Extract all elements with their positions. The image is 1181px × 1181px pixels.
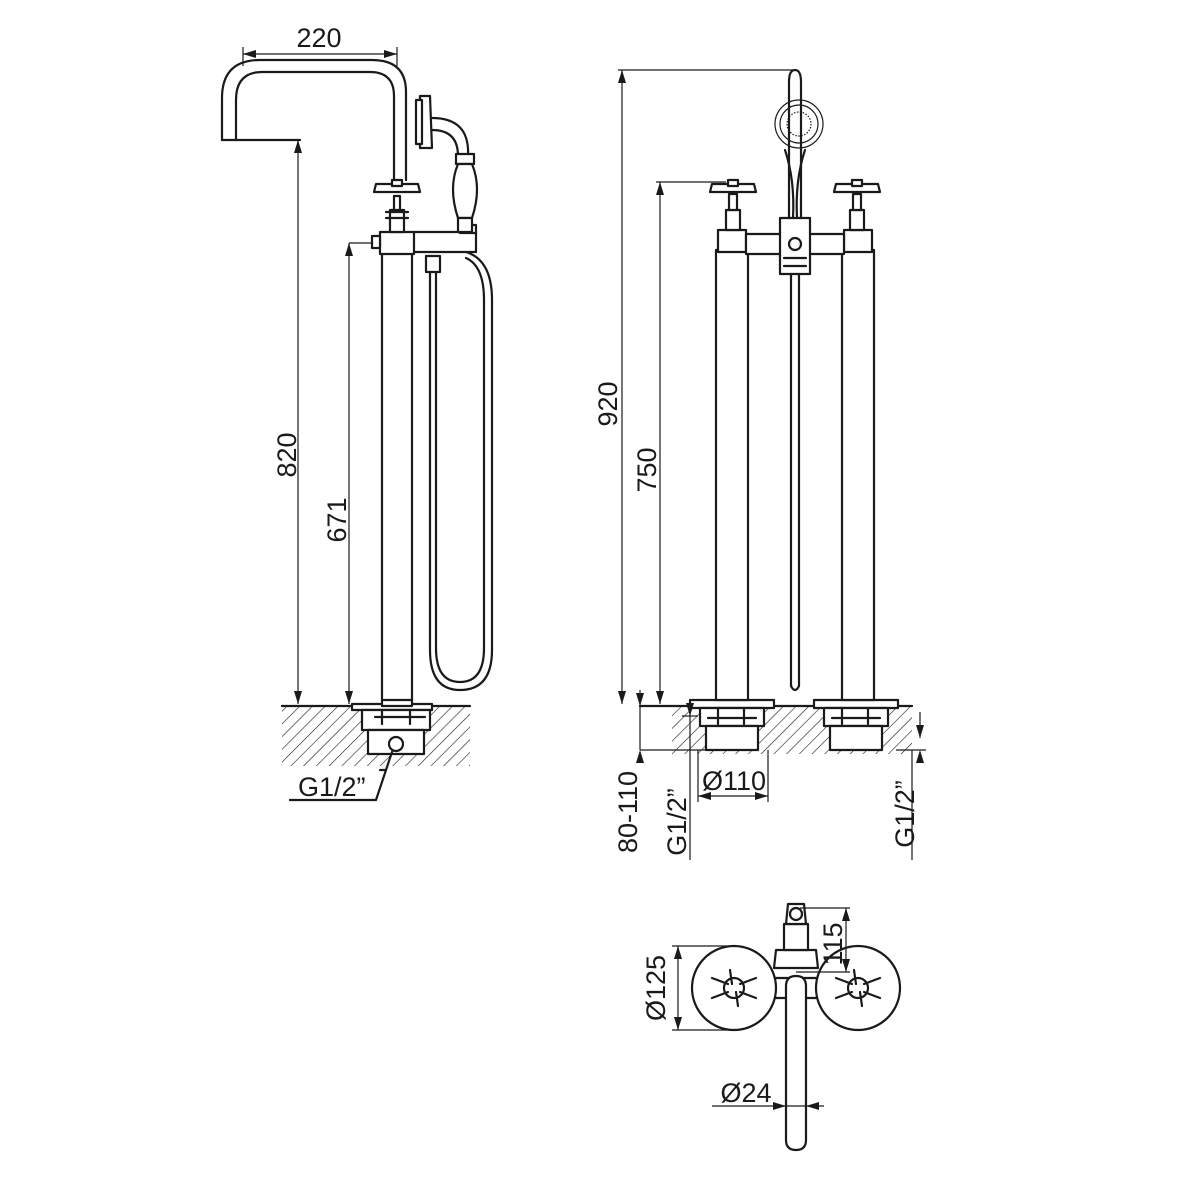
top-spout-diameter-label: Ø24 bbox=[720, 1078, 771, 1108]
top-flange-diameter-label: Ø125 bbox=[641, 955, 671, 1021]
dim-920 bbox=[618, 69, 795, 704]
top-spout bbox=[784, 974, 808, 1152]
front-columns bbox=[714, 228, 876, 702]
side-spout bbox=[220, 58, 408, 182]
dim-right-inlet bbox=[896, 712, 926, 860]
top-right-flange bbox=[814, 944, 902, 1032]
side-spout-height-label: 820 bbox=[272, 432, 302, 477]
top-projection-label: 115 bbox=[818, 922, 848, 965]
front-left-handle bbox=[708, 178, 758, 232]
front-right-inlet-label: G1/2” bbox=[890, 780, 920, 848]
side-width-label: 220 bbox=[296, 23, 341, 53]
side-inlet bbox=[288, 735, 405, 802]
side-hand-shower bbox=[414, 94, 479, 234]
front-total-height-label: 920 bbox=[593, 381, 623, 426]
side-cross-handle bbox=[372, 178, 422, 234]
dim-220 bbox=[242, 47, 398, 66]
front-base-diameter-label: Ø110 bbox=[702, 766, 766, 796]
dim-80-110 bbox=[636, 690, 706, 763]
front-bridge bbox=[744, 216, 846, 276]
dim-left-inlet bbox=[682, 703, 698, 860]
front-shower-head bbox=[774, 99, 824, 149]
side-handle-height-label: 671 bbox=[322, 497, 352, 542]
dim-125 bbox=[672, 945, 734, 1031]
front-spout bbox=[783, 68, 807, 692]
front-handle-height-label: 750 bbox=[632, 447, 662, 492]
side-view: 220 820 671 G1/2” bbox=[220, 23, 494, 802]
side-inlet-label: G1/2” bbox=[298, 772, 366, 802]
front-depth-label: 80-110 bbox=[613, 771, 643, 853]
dim-750 bbox=[656, 181, 726, 704]
front-view: 920 750 80-110 G1/2” Ø110 G1/2” bbox=[593, 68, 926, 860]
dim-671 bbox=[345, 242, 372, 704]
front-left-inlet-label: G1/2” bbox=[662, 788, 692, 856]
top-bridge bbox=[772, 902, 820, 1000]
dim-110 bbox=[697, 750, 769, 802]
front-right-handle bbox=[832, 178, 882, 232]
dim-24 bbox=[712, 1102, 824, 1110]
top-view: Ø125 115 Ø24 bbox=[641, 902, 902, 1152]
dim-820 bbox=[294, 140, 302, 704]
side-floor-section bbox=[280, 702, 472, 766]
side-hose bbox=[424, 250, 494, 692]
dim-115 bbox=[796, 907, 850, 973]
side-column bbox=[380, 250, 414, 708]
top-left-flange bbox=[690, 944, 778, 1032]
front-floor-section bbox=[638, 698, 914, 754]
